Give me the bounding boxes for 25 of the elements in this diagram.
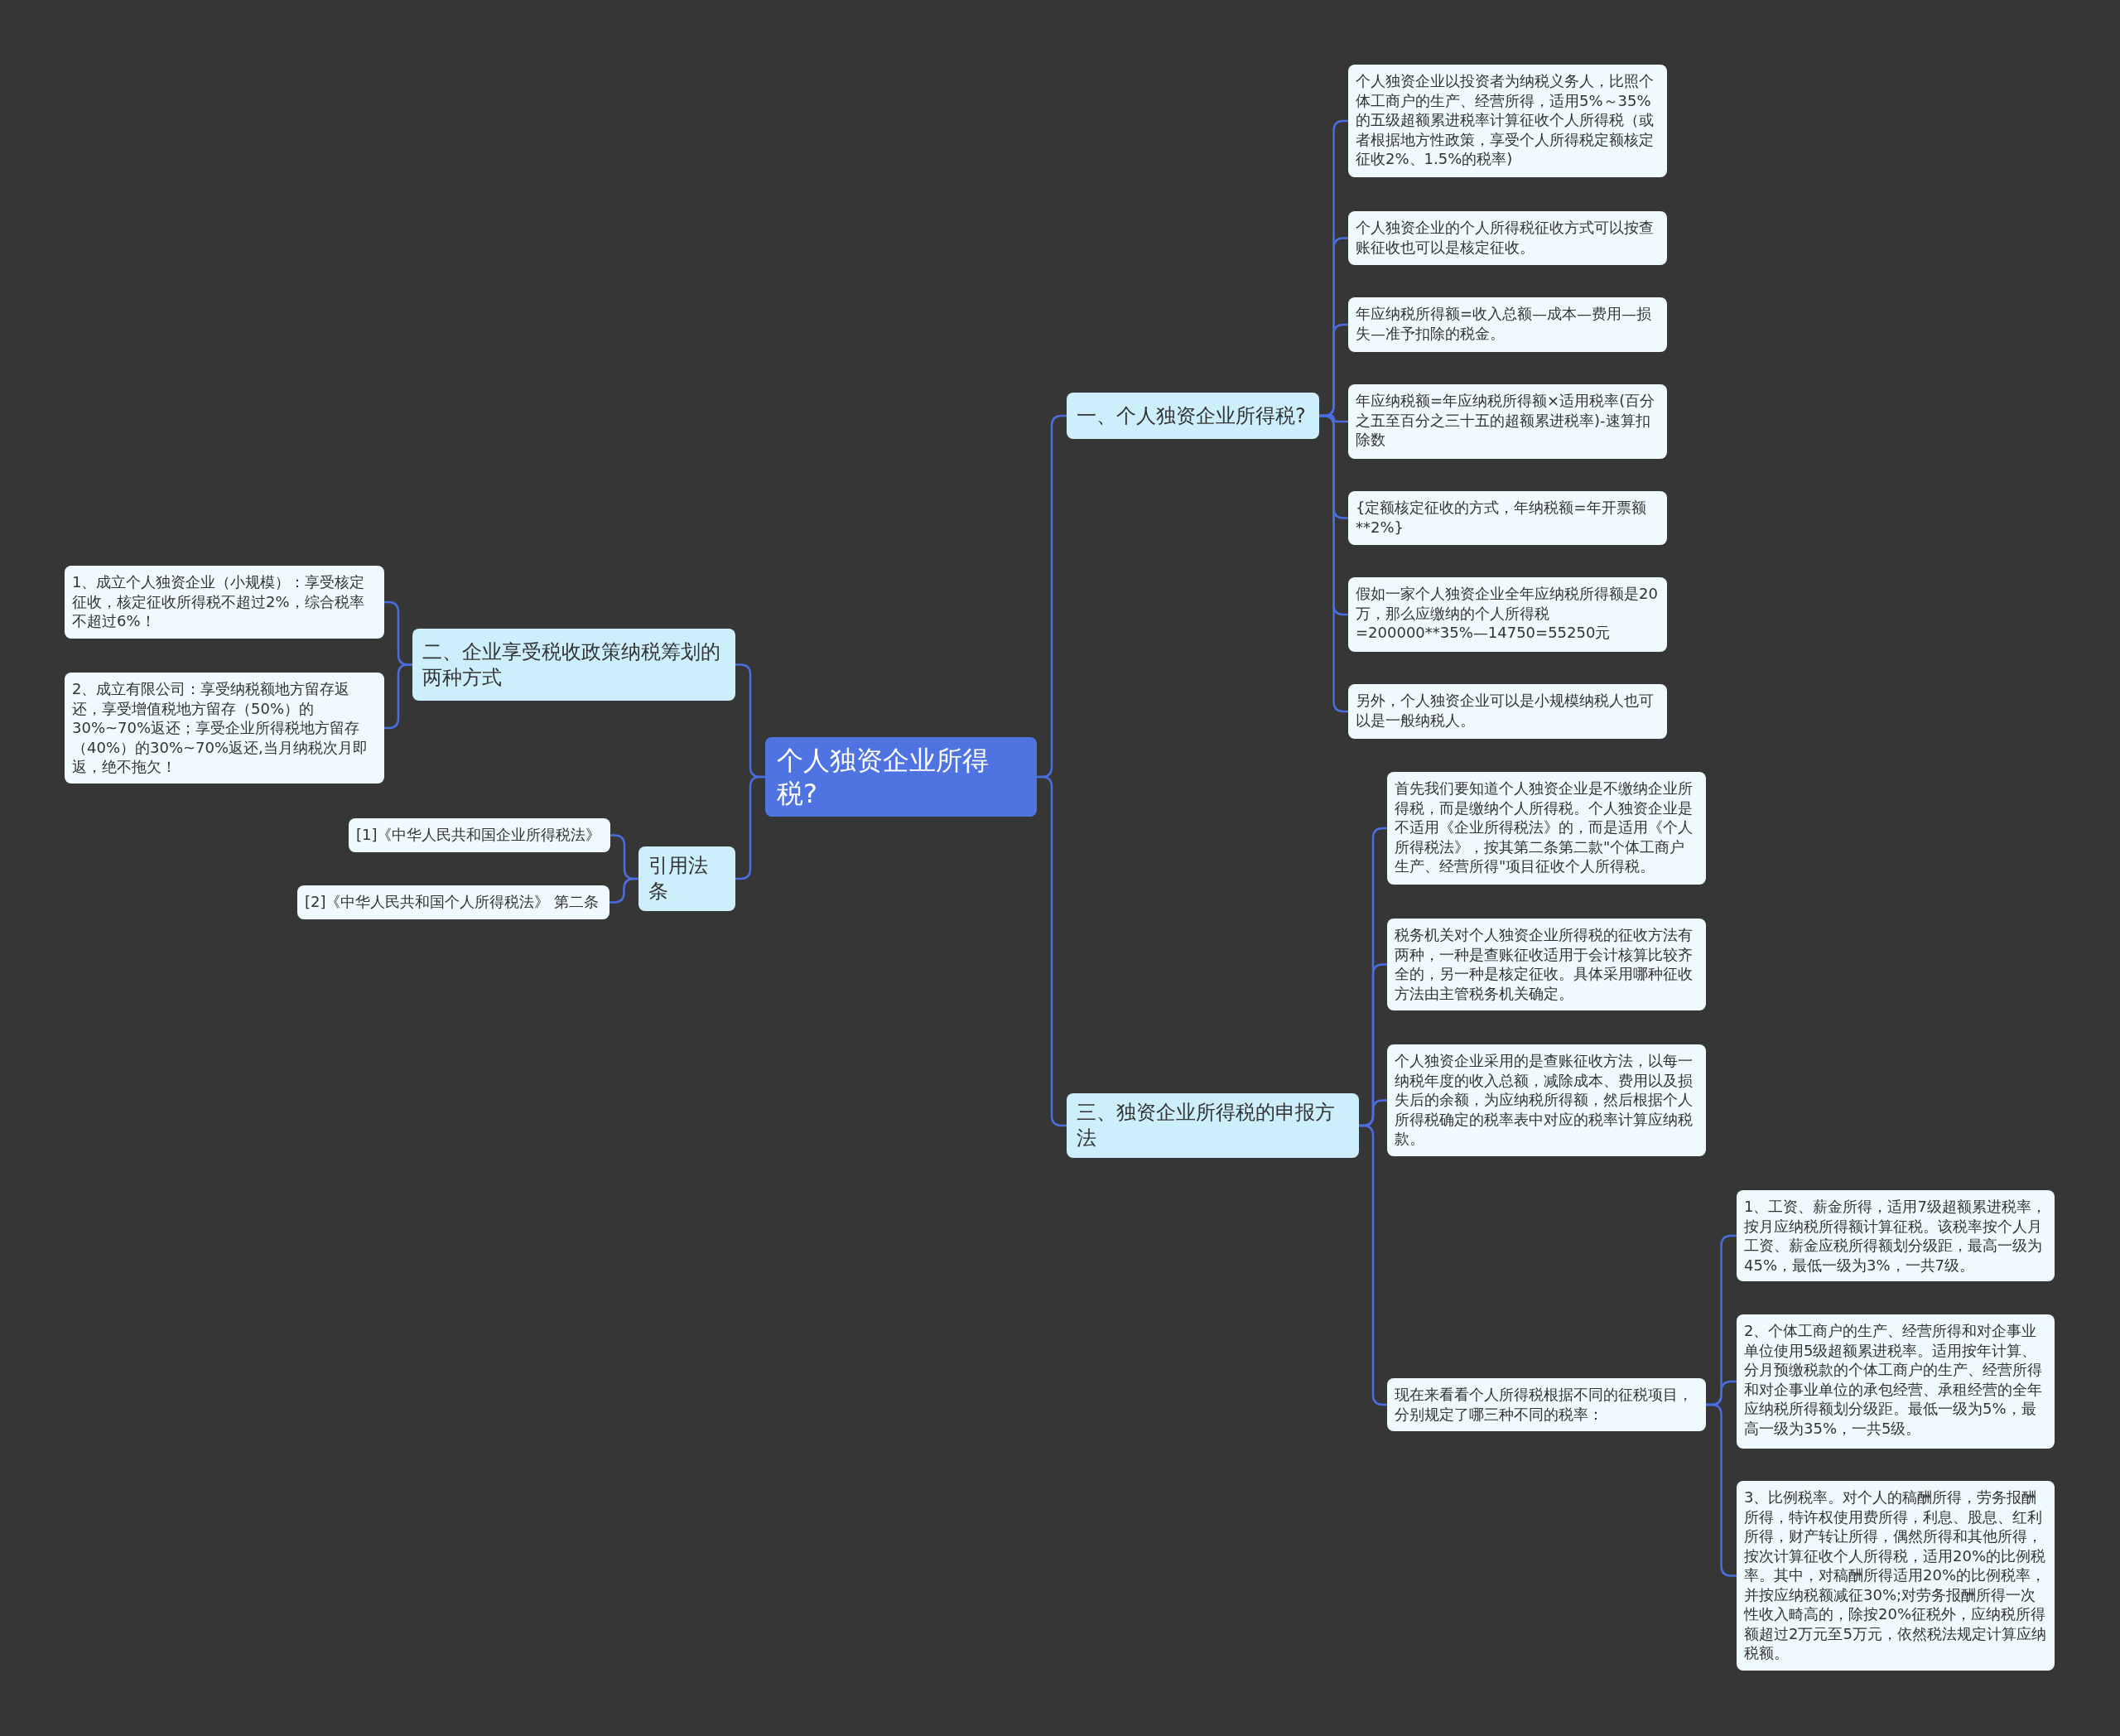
note-box: {定额核定征收的方式，年纳税额=年开票额**2%}: [1348, 491, 1667, 545]
note-box: 首先我们要知道个人独资企业是不缴纳企业所得税，而是缴纳个人所得税。个人独资企业是不适用《企业所得税法》的，而是适用《个人所得税法》，按其第二条第二款"个体工商户生产、经营所得"项目征收个人所得税。: [1387, 772, 1706, 885]
central-topic: 个人独资企业所得税?: [765, 737, 1037, 817]
topic-box: 三、独资企业所得税的申报方法: [1067, 1093, 1359, 1158]
note-box: 税务机关对个人独资企业所得税的征收方法有两种，一种是查账征收适用于会计核算比较齐全的，另一种是核定征收。具体采用哪种征收方法由主管税务机关确定。: [1387, 919, 1706, 1010]
note-box: 个人独资企业的个人所得税征收方式可以按查账征收也可以是核定征收。: [1348, 211, 1667, 265]
note-box: 假如一家个人独资企业全年应纳税所得额是20万，那么应缴纳的个人所得税=200000**35%—14750=55250元: [1348, 577, 1667, 652]
note-box: 1、成立个人独资企业（小规模）：享受核定征收，核定征收所得税不超过2%，综合税率不超过6%！: [65, 566, 384, 639]
note-box: [1]《中华人民共和国企业所得税法》: [349, 818, 610, 852]
connector-line: [1706, 1403, 1737, 1577]
note-box: 2、个体工商户的生产、经营所得和对企事业单位使用5级超额累进税率。适用按年计算、分月预缴税款的个体工商户的生产、经营所得和对企事业单位的承包经营、承租经营的全年应纳税所得额划分级距。最低一级为5%，最高一级为35%，一共5级。: [1737, 1314, 2055, 1449]
note-box: 个人独资企业以投资者为纳税义务人，比照个体工商户的生产、经营所得，适用5%～35%的五级超额累进税率计算征收个人所得税（或者根据地方性政策，享受个人所得税定额核定征收2%、1.5%的税率): [1348, 65, 1667, 177]
topic-box: 引用法条: [638, 846, 735, 911]
note-box: 个人独资企业采用的是查账征收方法，以每一纳税年度的收入总额，减除成本、费用以及损失后的余额，为应纳税所得额，然后根据个人所得税确定的税率表中对应的税率计算应纳税款。: [1387, 1044, 1706, 1156]
note-box: 2、成立有限公司：享受纳税额地方留存返还，享受增值税地方留存（50%）的30%~70%返还；享受企业所得税地方留存（40%）的30%~70%返还,当月纳税次月即返，绝不拖欠！: [65, 673, 384, 784]
note-box: [2]《中华人民共和国个人所得税法》 第二条: [297, 885, 610, 919]
note-box: 年应纳税所得额=收入总额—成本—费用—损失—准予扣除的税金。: [1348, 297, 1667, 352]
note-box: 3、比例税率。对个人的稿酬所得，劳务报酬所得，特许权使用费所得，利息、股息、红利所得，财产转让所得，偶然所得和其他所得，按次计算征收个人所得税，适用20%的比例税率。其中，对稿酬所得适用20%的比例税率，并按应纳税额减征30%;对劳务报酬所得一次性收入畸高的，除按20%征税外，应纳税所得额超过2万元至5万元，依然税法规定计算应纳税额。: [1737, 1481, 2055, 1671]
note-box: 年应纳税额=年应纳税所得额×适用税率(百分之五至百分之三十五的超额累进税率)-速算扣除数: [1348, 384, 1667, 459]
connector-line: [610, 877, 638, 904]
note-box: 1、工资、薪金所得，适用7级超额累进税率，按月应纳税所得额计算征税。该税率按个人月工资、薪金应税所得额划分级距，最高一级为45%，最低一级为3%，一共7级。: [1737, 1190, 2055, 1281]
topic-box: 一、个人独资企业所得税?: [1067, 393, 1319, 439]
topic-box: 二、企业享受税收政策纳税筹划的两种方式: [412, 629, 735, 701]
note-box: 另外，个人独资企业可以是小规模纳税人也可以是一般纳税人。: [1348, 684, 1667, 739]
note-box: 现在来看看个人所得税根据不同的征税项目，分别规定了哪三种不同的税率：: [1387, 1378, 1706, 1431]
